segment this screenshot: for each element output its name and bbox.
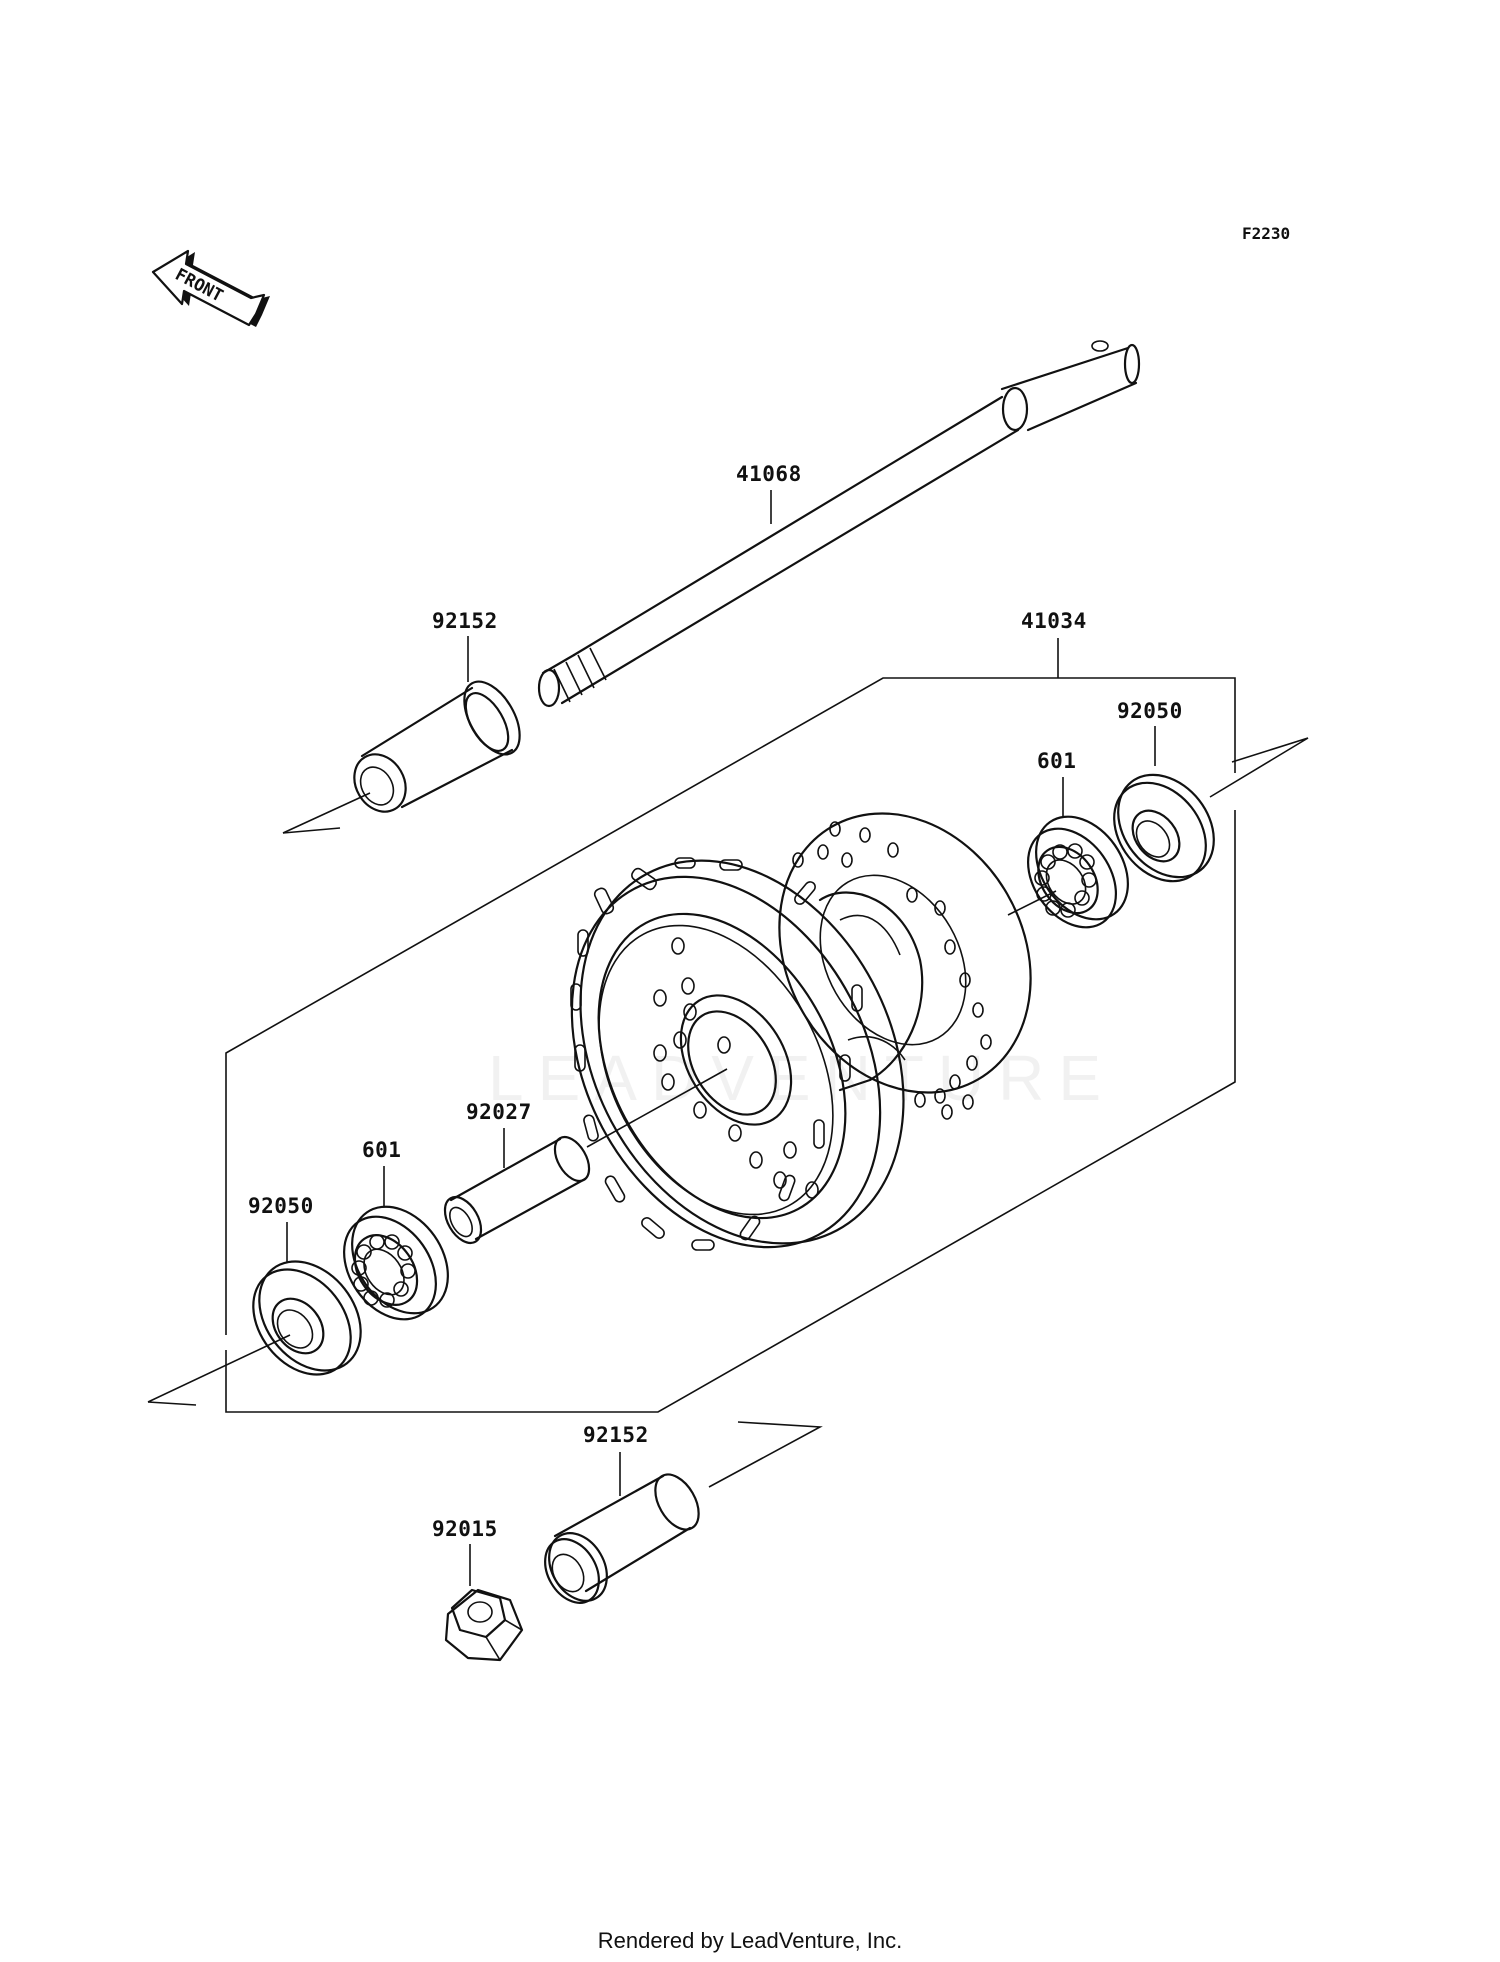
bearing-601-right[interactable] <box>1007 799 1147 944</box>
label-92050-left[interactable]: 92050 <box>248 1194 314 1218</box>
front-arrow-icon: FRONT <box>151 249 270 327</box>
assembly-bracket-top <box>225 677 1236 1335</box>
axle-41068[interactable] <box>537 340 1141 708</box>
collar-92152-top[interactable] <box>282 672 531 834</box>
label-41034[interactable]: 41034 <box>1021 609 1087 633</box>
seal-92050-right[interactable] <box>1095 756 1233 899</box>
seal-92050-left[interactable] <box>147 1242 382 1406</box>
wheel-hub[interactable] <box>510 768 1080 1301</box>
label-92050-right[interactable]: 92050 <box>1117 699 1183 723</box>
label-92015[interactable]: 92015 <box>432 1517 498 1541</box>
spacer-92027[interactable] <box>438 1131 597 1249</box>
label-601-left[interactable]: 601 <box>362 1138 401 1162</box>
label-92152-bottom[interactable]: 92152 <box>583 1423 649 1447</box>
axis-line-right <box>1209 737 1309 798</box>
label-41068[interactable]: 41068 <box>736 462 802 486</box>
figure-code: F2230 <box>1242 224 1290 243</box>
footer-credit: Rendered by LeadVenture, Inc. <box>597 1928 903 1953</box>
bearing-601-left[interactable] <box>325 1188 468 1336</box>
label-92152-top[interactable]: 92152 <box>432 609 498 633</box>
nut-92015[interactable] <box>444 1588 524 1662</box>
assembly-bracket-bottom <box>225 810 1236 1413</box>
label-601-right[interactable]: 601 <box>1037 749 1076 773</box>
collar-92152-bottom[interactable] <box>534 1421 823 1612</box>
label-92027[interactable]: 92027 <box>466 1100 532 1124</box>
